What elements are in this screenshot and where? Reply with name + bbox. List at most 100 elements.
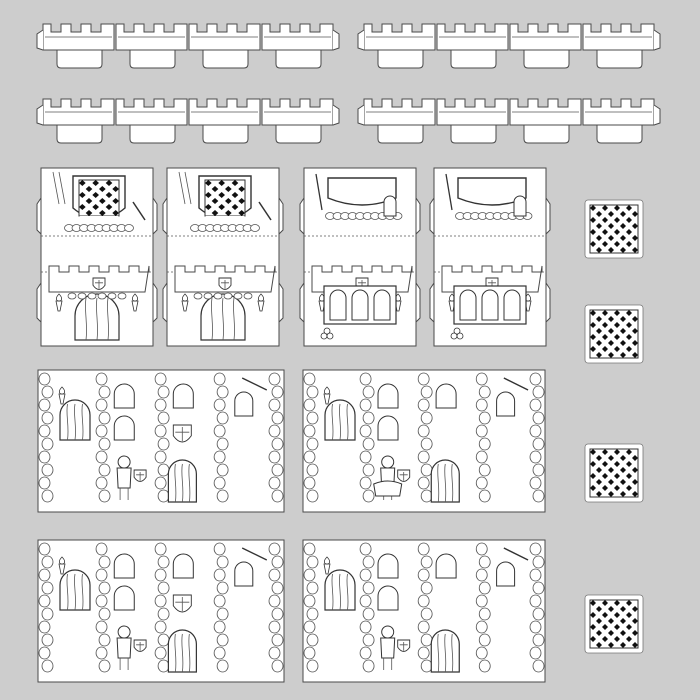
stone-icon	[362, 607, 375, 621]
stone-icon	[38, 398, 51, 412]
stone-icon	[303, 594, 316, 608]
stone-icon	[193, 292, 203, 300]
glue-tab	[129, 50, 176, 69]
crenellation-strip[interactable]	[357, 16, 662, 72]
stone-icon	[303, 620, 316, 634]
stone-icon	[38, 646, 51, 660]
stone-icon	[41, 607, 54, 621]
shield-icon	[133, 639, 147, 652]
floor-tile[interactable]	[584, 594, 644, 654]
torch-icon	[181, 293, 189, 312]
window-icon	[329, 289, 347, 321]
wall-panel[interactable]	[300, 539, 548, 686]
window-icon	[435, 383, 457, 409]
window-icon	[234, 391, 254, 417]
stone-icon	[359, 372, 372, 386]
stone-icon	[216, 659, 229, 673]
window-icon	[172, 383, 194, 409]
floor-tile[interactable]	[584, 443, 644, 503]
stone-icon	[303, 450, 316, 464]
stone-icon	[529, 568, 542, 582]
tower-panel[interactable]	[299, 167, 421, 348]
stone-icon	[303, 476, 316, 490]
tower-panel[interactable]	[162, 167, 284, 348]
crenellation-strip[interactable]	[36, 16, 341, 72]
glue-tab	[545, 282, 551, 323]
stone-icon	[529, 594, 542, 608]
stone-icon	[268, 398, 281, 412]
stone-icon	[362, 581, 375, 595]
stone-icon	[38, 476, 51, 490]
stone-icon	[213, 292, 223, 300]
crenellation-strip[interactable]	[357, 91, 662, 147]
stone-icon	[420, 633, 433, 647]
glue-tab	[56, 125, 103, 144]
stone-icon	[154, 398, 167, 412]
stone-icon	[41, 385, 54, 399]
sword-icon	[132, 201, 146, 221]
stone-icon	[268, 594, 281, 608]
stone-icon	[154, 476, 167, 490]
sword-icon	[241, 547, 268, 561]
window-icon	[377, 553, 399, 579]
stone-icon	[95, 398, 108, 412]
door-icon	[430, 459, 460, 503]
stone-icon	[478, 463, 491, 477]
stone-icon	[95, 594, 108, 608]
stone-icon	[271, 659, 284, 673]
stone-icon	[475, 424, 488, 438]
stone-icon	[271, 489, 284, 503]
stone-icon	[98, 607, 111, 621]
crenellation-strip[interactable]	[36, 91, 341, 147]
sword-icon	[503, 377, 529, 391]
stone-icon	[417, 424, 430, 438]
stone-icon	[203, 292, 213, 300]
stone-icon	[157, 489, 170, 503]
stone-icon	[359, 450, 372, 464]
floor-tile[interactable]	[584, 199, 644, 259]
glue-tab	[377, 50, 424, 69]
glue-tab	[545, 197, 551, 235]
stone-icon	[154, 450, 167, 464]
portcullis-icon	[453, 285, 527, 325]
stone-icon	[420, 463, 433, 477]
stone-icon	[154, 646, 167, 660]
glue-tab	[275, 50, 322, 69]
stone-icon	[532, 659, 545, 673]
wall-panel[interactable]	[35, 369, 287, 516]
stone-icon	[362, 555, 375, 569]
stone-icon	[362, 489, 375, 503]
glue-tab	[152, 282, 158, 323]
torch-icon	[257, 293, 265, 312]
stone-icon	[213, 646, 226, 660]
stone-icon	[271, 411, 284, 425]
stone-icon	[529, 620, 542, 634]
stone-icon	[303, 646, 316, 660]
shield-icon	[218, 277, 232, 290]
floor-tile[interactable]	[584, 304, 644, 364]
stone-icon	[41, 437, 54, 451]
stone-icon	[529, 646, 542, 660]
stone-icon	[250, 224, 260, 232]
stone-icon	[420, 411, 433, 425]
glue-tab	[653, 104, 661, 126]
door-icon	[167, 629, 197, 673]
stone-icon	[478, 385, 491, 399]
tower-panel[interactable]	[429, 167, 551, 348]
tower-panel[interactable]	[36, 167, 158, 348]
stone-icon	[303, 542, 316, 556]
window-icon	[351, 289, 369, 321]
wall-panel[interactable]	[35, 539, 287, 686]
door-icon	[430, 629, 460, 673]
stone-icon	[213, 594, 226, 608]
stone-icon	[529, 542, 542, 556]
stone-icon	[532, 555, 545, 569]
shield-icon	[397, 639, 411, 652]
glue-tab	[278, 197, 284, 235]
stone-icon	[271, 633, 284, 647]
stone-icon	[233, 292, 243, 300]
stone-icon	[154, 568, 167, 582]
shield-icon	[172, 594, 192, 613]
stone-icon	[216, 463, 229, 477]
wall-panel[interactable]	[300, 369, 548, 516]
